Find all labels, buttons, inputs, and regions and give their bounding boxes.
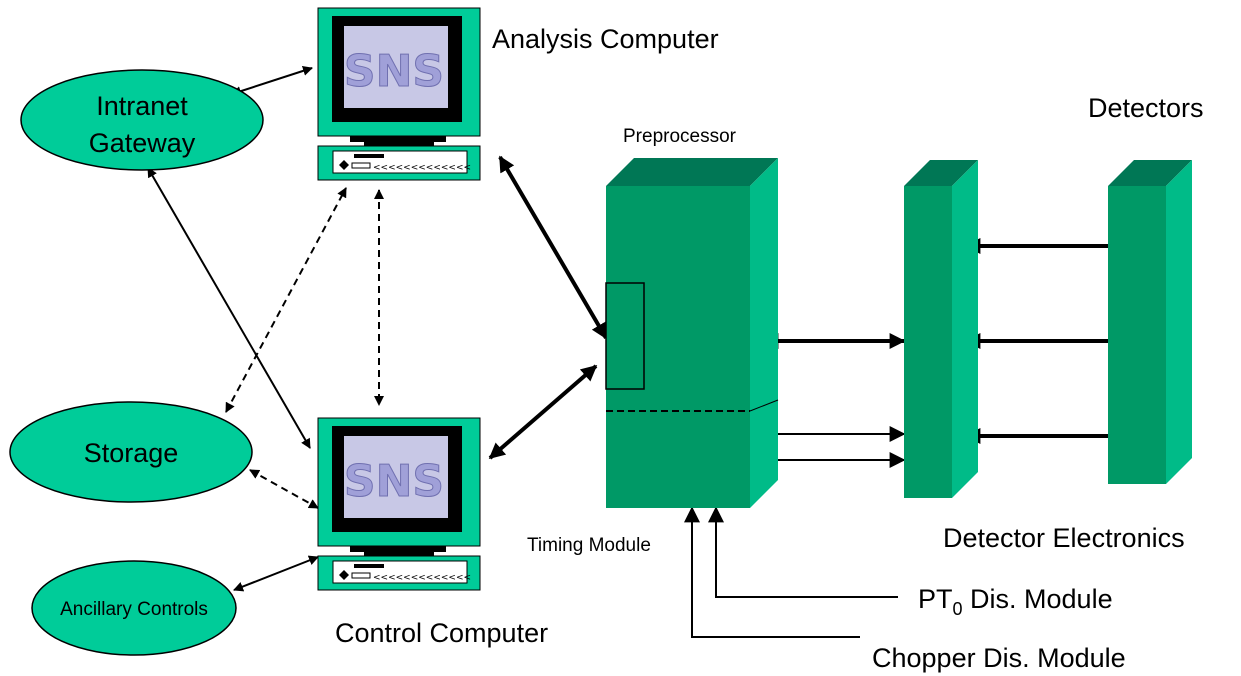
pt0-module-line xyxy=(708,506,898,598)
intranet-gateway-node: Intranet Gateway xyxy=(20,69,264,171)
detector-electronics-box xyxy=(904,160,978,498)
sns-logo-bottom: SNS xyxy=(344,456,444,507)
analysis-computer-label: Analysis Computer xyxy=(492,24,719,54)
connections xyxy=(147,66,1108,638)
ancillary-controls-node: Ancillary Controls xyxy=(31,560,237,656)
ancillary-control-arrow xyxy=(233,555,319,592)
detector-electronics-label: Detector Electronics xyxy=(943,523,1185,553)
chopper-module-line xyxy=(684,506,860,638)
timing-module-label: Timing Module xyxy=(527,535,651,556)
pt0-module-label: PT0 Dis. Module xyxy=(918,584,1113,619)
ancillary-controls-label: Ancillary Controls xyxy=(60,599,208,620)
chopper-module-label: Chopper Dis. Module xyxy=(872,643,1126,673)
gateway-analysis-arrow xyxy=(231,66,313,96)
preprocessor-box xyxy=(605,158,779,508)
detectors-label: Detectors xyxy=(1088,93,1204,123)
control-computer-icon: SNS xyxy=(317,417,481,591)
analysis-computer-icon: SNS xyxy=(317,7,481,181)
intranet-gateway-label-1: Intranet xyxy=(96,91,188,121)
control-preprocessor-arrow xyxy=(488,364,598,460)
storage-analysis-dashed-arrow xyxy=(225,187,347,413)
analysis-preprocessor-arrow xyxy=(498,155,608,340)
sns-logo-top: SNS xyxy=(344,46,444,97)
preprocessor-label: Preprocessor xyxy=(623,126,737,147)
storage-label: Storage xyxy=(84,438,179,468)
control-computer-label: Control Computer xyxy=(335,618,548,648)
intranet-gateway-label-2: Gateway xyxy=(89,128,196,158)
storage-control-dashed-arrow xyxy=(249,469,319,509)
storage-node: Storage xyxy=(9,401,253,503)
detectors-box xyxy=(1108,160,1192,484)
preprocessor-slot xyxy=(605,282,645,390)
